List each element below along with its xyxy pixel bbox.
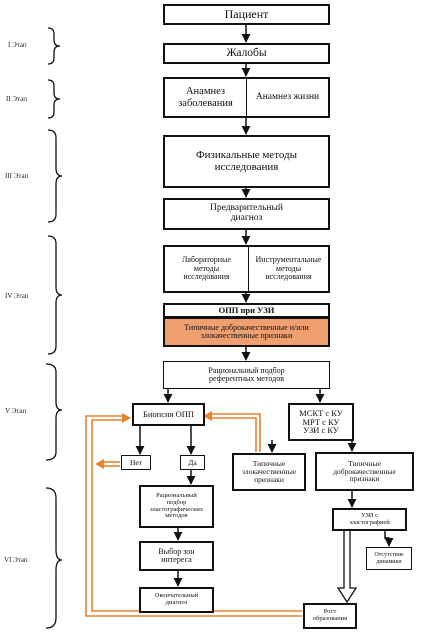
- anamnesis-life: Анамнез жизни: [246, 79, 328, 116]
- final-diagnosis-text: Окончательный диагноз: [154, 592, 199, 606]
- lab-methods: Лабораторные методы исследования: [165, 247, 248, 291]
- box-growth: Рост образования: [303, 603, 357, 629]
- orange-head-no-left: [95, 459, 104, 469]
- brace-stage-1: [47, 27, 61, 65]
- box-methods: Лабораторные методы исследования Инструм…: [163, 245, 330, 293]
- typical-signs-text: Типичные доброкачественные и/или злокаче…: [184, 322, 309, 340]
- yes-text: Да: [188, 457, 197, 467]
- box-anamnesis: Анамнез заболевания Анамнез жизни: [163, 77, 330, 118]
- zone-select-text: Выбор зон интереса: [158, 546, 195, 564]
- brace-stage-5: [45, 363, 63, 461]
- preliminary-diagnosis-text: Предварительный диагноз: [210, 203, 283, 223]
- box-no: Нет: [121, 455, 151, 470]
- orange-malignant-back-2: [212, 413, 261, 452]
- physical-methods-text: Физикальные методы исследования: [195, 148, 298, 173]
- box-final-diagnosis: Окончательный диагноз: [139, 587, 214, 613]
- brace-stage-3: [47, 129, 63, 223]
- box-typical-malignant: Типичные злокачественные признаки: [232, 453, 306, 491]
- rational-selection-text: Рациональный подбор референтных методов: [208, 365, 285, 383]
- typical-benign-text: Типичные доброкачественные признаки: [333, 458, 396, 484]
- box-zone-select: Выбор зон интереса: [139, 541, 214, 571]
- box-yes: Да: [180, 455, 205, 470]
- msct-mrt-uzi-text: МСКТ с КУ МРТ с КУ УЗИ с КУ: [299, 407, 343, 436]
- box-no-dynamics: Отсутствие динамики: [366, 547, 412, 570]
- box-patient-text: Пациент: [224, 7, 269, 22]
- box-physical-methods: Физикальные методы исследования: [163, 135, 330, 188]
- orange-arrowheads: [95, 411, 212, 469]
- instrumental-methods-text: Инструментальные методы исследования: [255, 254, 322, 282]
- arrow-uzi-nodynamics: [384, 531, 394, 547]
- no-text: Нет: [129, 457, 143, 467]
- growth-text: Рост образования: [312, 608, 348, 622]
- stage-label-4: IV Этап: [5, 292, 29, 300]
- anamnesis-life-text: Анамнез жизни: [255, 92, 320, 103]
- box-complaints-text: Жалобы: [226, 47, 267, 60]
- biopsy-text: Биопсия ОПП: [143, 409, 194, 420]
- opp-uzi-text: ОПП при УЗИ: [218, 305, 275, 316]
- brace-stage-6: [45, 487, 63, 629]
- box-preliminary-diagnosis: Предварительный диагноз: [163, 198, 330, 230]
- lab-methods-text: Лабораторные методы исследования: [182, 254, 231, 282]
- box-biopsy: Биопсия ОПП: [132, 403, 205, 426]
- box-opp-uzi: ОПП при УЗИ: [163, 303, 330, 318]
- brace-stage-2: [47, 79, 61, 119]
- arrow-rational-biopsy: [163, 387, 205, 403]
- typical-malignant-text: Типичные злокачественные признаки: [241, 459, 297, 484]
- box-msct-mrt-uzi: МСКТ с КУ МРТ с КУ УЗИ с КУ: [288, 403, 354, 441]
- orange-malignant-back: [212, 417, 257, 452]
- orange-head-biopsy-left: [122, 413, 131, 423]
- box-rational-elasto: Рациональный подбор эластографических ме…: [139, 485, 214, 528]
- no-dynamics-text: Отсутствие динамики: [374, 552, 404, 565]
- stage-label-1: I Этап: [8, 41, 27, 49]
- box-rational-selection: Рациональный подбор референтных методов: [163, 361, 330, 389]
- box-complaints: Жалобы: [163, 43, 330, 64]
- hollow-arrow-growth: [336, 529, 358, 604]
- rational-elasto-text: Рациональный подбор эластографических ме…: [149, 491, 204, 520]
- anamnesis-disease-text: Анамнез заболевания: [178, 85, 233, 109]
- box-typical-benign: Типичные доброкачественные признаки: [315, 452, 414, 491]
- box-uzi-elasto: УЗИ с эластографией: [332, 508, 407, 531]
- arrow-rational-msct: [295, 387, 325, 403]
- stage-label-2: II Этап: [6, 95, 27, 103]
- anamnesis-disease: Анамнез заболевания: [165, 79, 246, 116]
- brace-stage-4: [47, 235, 63, 355]
- stage-label-3: III Этап: [5, 172, 29, 180]
- stage-label-5: V Этап: [5, 407, 27, 415]
- instrumental-methods: Инструментальные методы исследования: [248, 247, 328, 291]
- orange-head-biopsy-right: [203, 411, 212, 421]
- box-patient: Пациент: [163, 4, 330, 25]
- orange-loop-outer: [85, 415, 302, 617]
- stage-label-6: VI Этап: [4, 556, 28, 564]
- uzi-elasto-text: УЗИ с эластографией: [349, 511, 390, 526]
- box-typical-signs: Типичные доброкачественные и/или злокаче…: [163, 317, 330, 347]
- stage-braces: [45, 27, 63, 629]
